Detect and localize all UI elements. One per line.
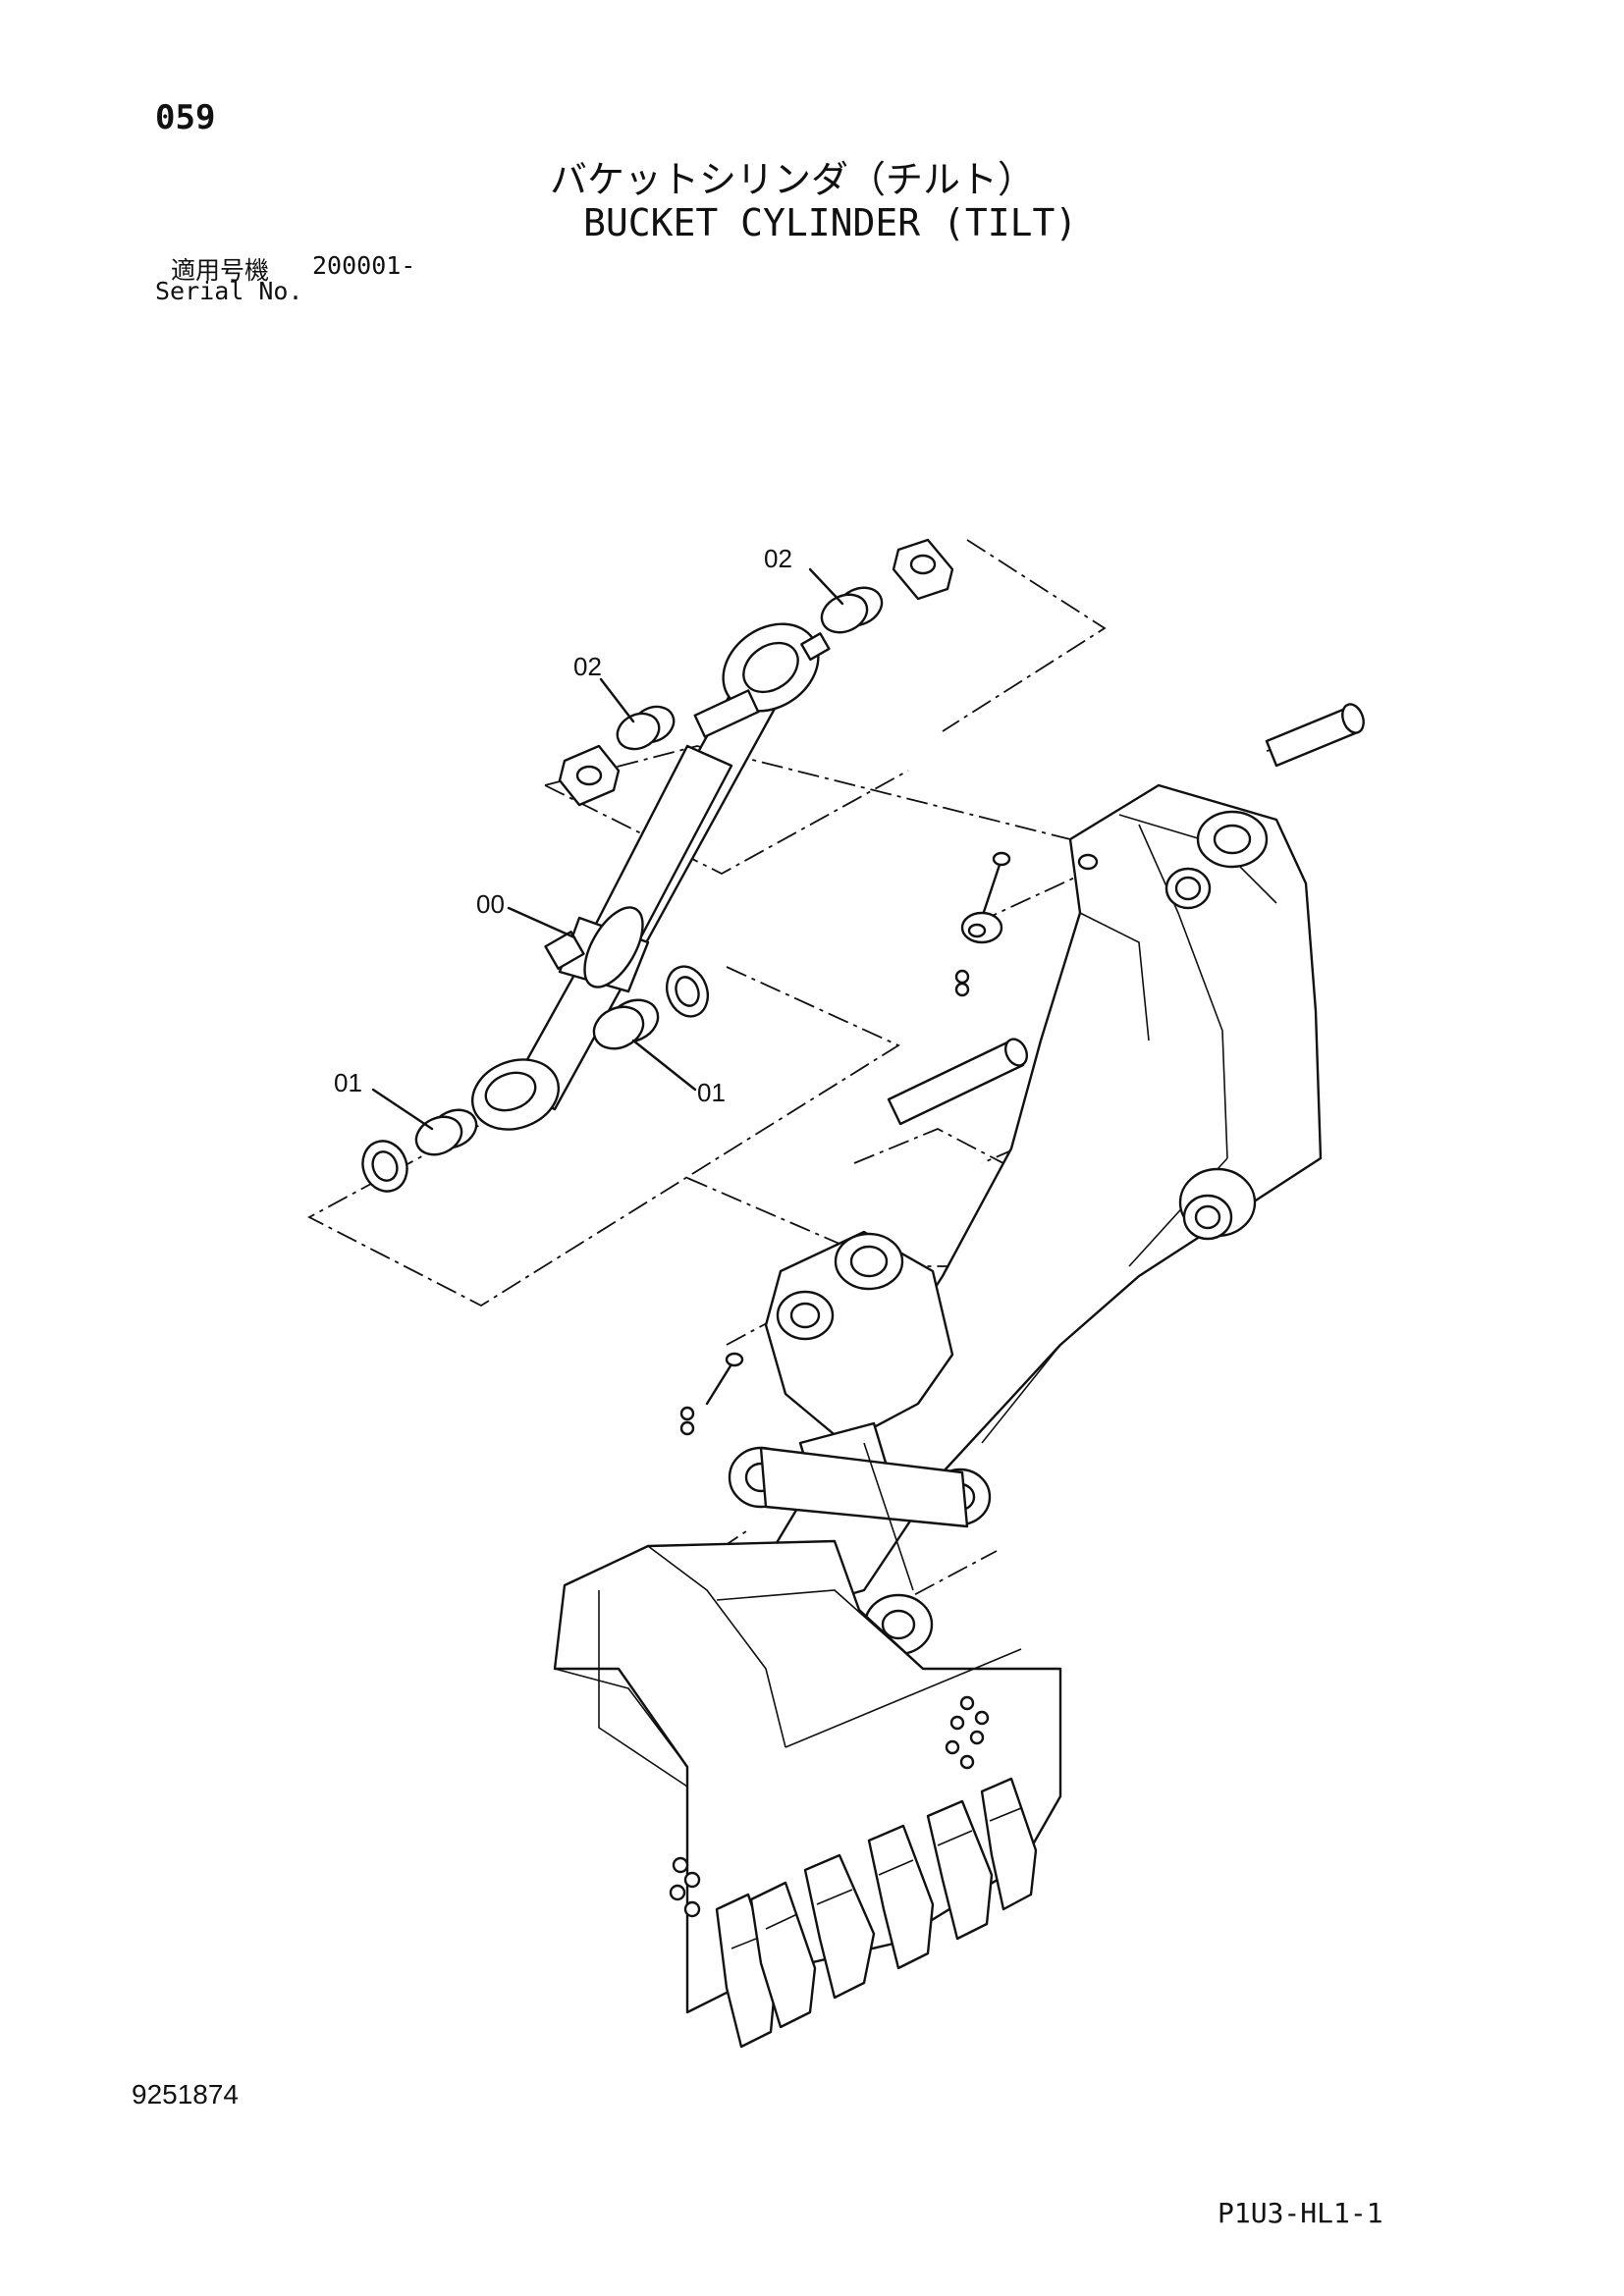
callout-01-left: 01 [334,1068,362,1097]
bucket-tooth [926,1799,994,1941]
pins-and-bolts [679,703,1365,1436]
serial-label-english: Serial No. [155,277,303,305]
bucket [553,1539,1062,2014]
title-english: BUCKET CYLINDER (TILT) [583,201,1078,244]
bushings-and-shims [361,538,954,1193]
callout-leaders [371,567,844,1131]
serial-value: 200001- [312,251,416,280]
bucket-tooth [715,1893,778,2049]
serial-label-japanese: 適用号機 [171,256,270,285]
callout-02-top: 02 [764,544,792,573]
sheet-code: P1U3-HL1-1 [1218,2197,1383,2229]
bucket-cylinder-assembly [470,622,831,1131]
callout-01-right: 01 [697,1078,726,1107]
bucket-tooth [749,1881,817,2029]
bucket-tooth [867,1824,935,1970]
callout-02-left: 02 [573,652,602,681]
page-number: 059 [155,98,216,137]
bucket-tooth [980,1777,1038,1911]
bucket-bolt-pattern [945,1695,990,1770]
bucket-teeth [715,1777,1038,2049]
title-japanese: バケットシリンダ（チルト） [550,158,1036,201]
callout-labels: 02 02 00 01 01 [334,544,792,1107]
bucket-tooth [803,1853,876,2000]
document-number: 9251874 [132,2079,240,2109]
callout-00: 00 [476,889,505,919]
bucket-linkage [728,1230,992,1656]
